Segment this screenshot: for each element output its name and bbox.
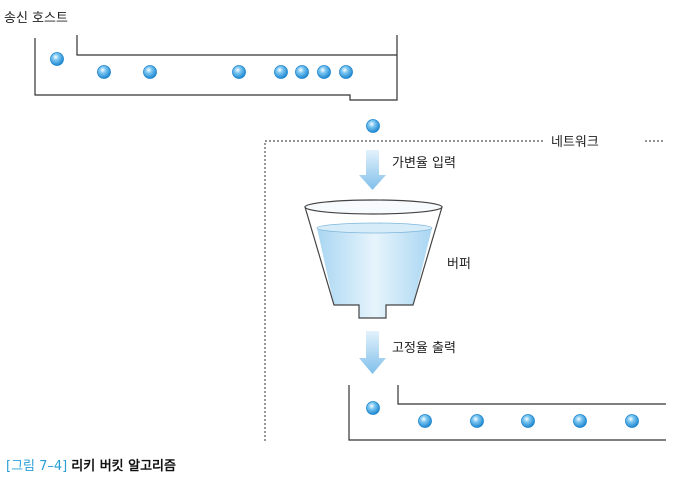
network-label: 네트워크 <box>551 135 599 150</box>
packet-in-transit <box>366 119 380 133</box>
packet <box>573 414 587 428</box>
input-arrow <box>359 150 386 190</box>
figure-title: 리키 버킷 알고리즘 <box>71 459 176 474</box>
receiver-packets <box>366 401 639 428</box>
sender-queue-inner-line <box>76 35 397 56</box>
packet <box>274 65 288 79</box>
bucket-rim <box>304 199 443 215</box>
packet <box>295 65 309 79</box>
packet <box>625 414 639 428</box>
figure-caption: [그림 7–4]리키 버킷 알고리즘 <box>6 455 176 474</box>
receiver-queue-frame <box>348 385 666 441</box>
bucket <box>304 199 443 319</box>
sender-packets <box>50 52 353 79</box>
bucket-outline <box>304 206 443 319</box>
packet <box>143 65 157 79</box>
receiver-queue-inner-line <box>397 385 666 405</box>
packet <box>317 65 331 79</box>
network-boundary <box>264 140 545 441</box>
packet <box>339 65 353 79</box>
buffer-label: 버퍼 <box>447 257 471 272</box>
output-arrow <box>359 331 386 374</box>
packet <box>50 52 64 66</box>
sender-host-label: 송신 호스트 <box>4 11 68 26</box>
water-surface <box>316 222 433 234</box>
fixed-output-label: 고정율 출력 <box>392 341 456 356</box>
packet <box>97 65 111 79</box>
packet <box>470 414 484 428</box>
packet <box>418 414 432 428</box>
packet <box>232 65 246 79</box>
bucket-water <box>317 228 432 318</box>
sender-queue-frame <box>34 35 398 101</box>
packet <box>521 414 535 428</box>
variable-input-label: 가변율 입력 <box>392 156 456 171</box>
figure-number: [그림 7–4] <box>6 459 68 474</box>
packet <box>366 401 380 415</box>
